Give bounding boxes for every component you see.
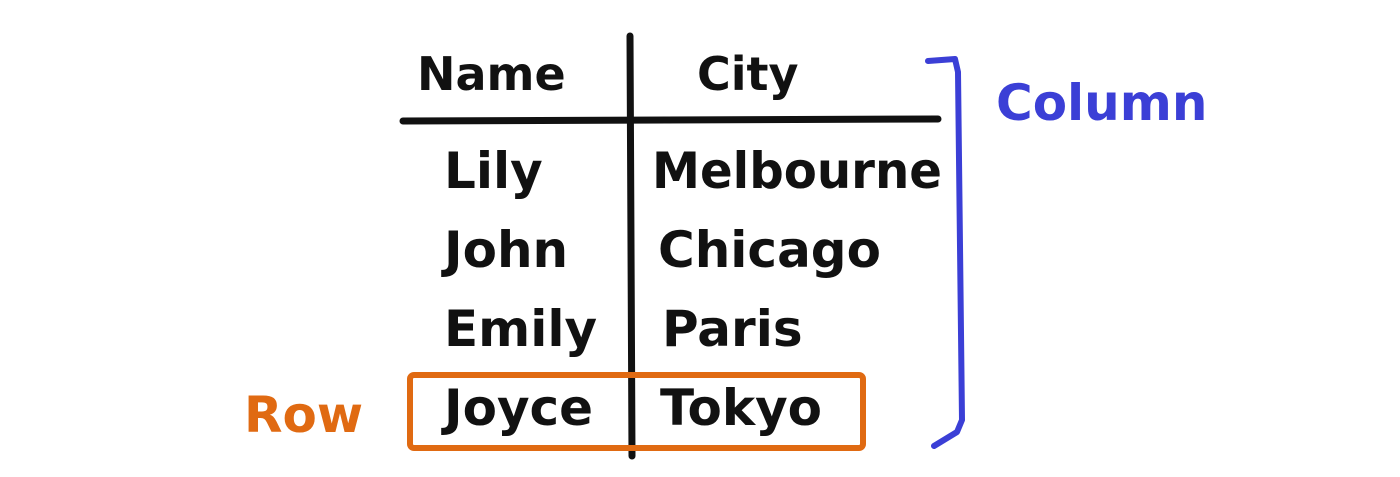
column-bracket — [925, 56, 965, 449]
cell-name-row-1: Lily — [444, 142, 543, 200]
row-annotation-label: Row — [244, 386, 363, 444]
row-highlight-box — [407, 372, 866, 451]
cell-city-row-1: Melbourne — [652, 142, 942, 200]
cell-name-row-4: Joyce — [441, 379, 593, 437]
column-divider-line — [626, 32, 636, 460]
column-annotation-label: Column — [996, 74, 1207, 132]
header-divider-line — [399, 115, 942, 125]
header-cell-name: Name — [417, 47, 566, 101]
cell-name-row-2: John — [441, 221, 568, 279]
cell-city-row-3: Paris — [662, 300, 803, 358]
cell-city-row-4: Tokyo — [660, 379, 822, 437]
cell-name-row-3: Emily — [444, 300, 597, 358]
cell-city-row-2: Chicago — [658, 221, 881, 279]
header-cell-city: City — [697, 47, 799, 101]
